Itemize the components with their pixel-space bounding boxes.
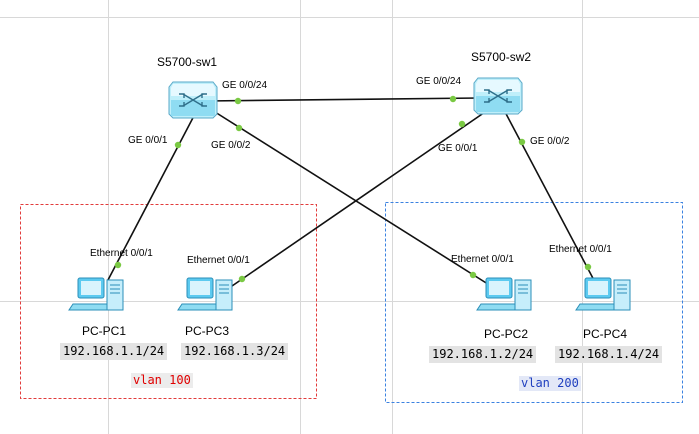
pc-pc4-icon[interactable] xyxy=(575,277,631,311)
port-dot-pc3 xyxy=(238,275,246,283)
link-sw2-pc3[interactable] xyxy=(231,109,489,287)
vlan-100-label: vlan 100 xyxy=(131,373,193,388)
pc-pc1-ip: 192.168.1.1/24 xyxy=(60,343,168,360)
port-label-pc2-eth: Ethernet 0/0/1 xyxy=(451,254,514,265)
port-dot-sw1-ge24 xyxy=(234,97,242,105)
port-label-sw1-ge1: GE 0/0/1 xyxy=(128,135,168,146)
vlan-200-label: vlan 200 xyxy=(519,376,581,391)
port-label-sw1-ge24: GE 0/0/24 xyxy=(222,80,268,91)
port-label-pc1-eth: Ethernet 0/0/1 xyxy=(90,248,153,259)
pc-pc3-icon[interactable] xyxy=(177,277,233,311)
port-dot-sw2-ge24 xyxy=(449,95,457,103)
links xyxy=(107,97,597,287)
pc-pc1-icon[interactable] xyxy=(68,277,124,311)
link-sw1-sw2[interactable] xyxy=(204,97,481,102)
pc-pc2-name: PC-PC2 xyxy=(484,327,529,341)
port-dot-pc4 xyxy=(584,263,592,271)
port-label-pc4-eth: Ethernet 0/0/1 xyxy=(549,244,612,255)
pc-pc2-ip: 192.168.1.2/24 xyxy=(429,346,537,363)
port-label-sw2-ge1: GE 0/0/1 xyxy=(438,143,478,154)
port-dot-pc1 xyxy=(114,261,122,269)
pc-pc4-ip: 192.168.1.4/24 xyxy=(555,346,663,363)
link-sw1-pc1[interactable] xyxy=(107,111,197,281)
pc-pc3-name: PC-PC3 xyxy=(185,324,230,338)
port-dot-sw2-ge2 xyxy=(518,138,526,146)
pc-pc4-name: PC-PC4 xyxy=(583,327,628,341)
vlan-200-area[interactable] xyxy=(385,202,683,403)
link-sw1-pc2[interactable] xyxy=(214,111,492,287)
port-label-pc3-eth: Ethernet 0/0/1 xyxy=(187,255,250,266)
switch-sw1-name: S5700-sw1 xyxy=(157,55,218,69)
pc-pc1-name: PC-PC1 xyxy=(82,324,127,338)
switch-sw1-icon[interactable] xyxy=(168,81,218,119)
port-dots xyxy=(114,95,592,283)
port-dot-pc2 xyxy=(469,271,477,279)
switch-sw2-name: S5700-sw2 xyxy=(471,50,532,64)
link-sw2-pc4[interactable] xyxy=(503,109,597,285)
port-dot-sw1-ge1 xyxy=(174,141,182,149)
port-dot-sw1-ge2 xyxy=(235,124,243,132)
port-label-sw1-ge2: GE 0/0/2 xyxy=(211,140,251,151)
pc-pc3-ip: 192.168.1.3/24 xyxy=(181,343,289,360)
port-dot-sw2-ge1 xyxy=(458,120,466,128)
vlan-100-area[interactable] xyxy=(20,204,317,399)
pc-pc2-icon[interactable] xyxy=(476,277,532,311)
switch-sw2-icon[interactable] xyxy=(473,77,523,115)
port-label-sw2-ge2: GE 0/0/2 xyxy=(530,136,570,147)
port-label-sw2-ge24: GE 0/0/24 xyxy=(416,76,462,87)
